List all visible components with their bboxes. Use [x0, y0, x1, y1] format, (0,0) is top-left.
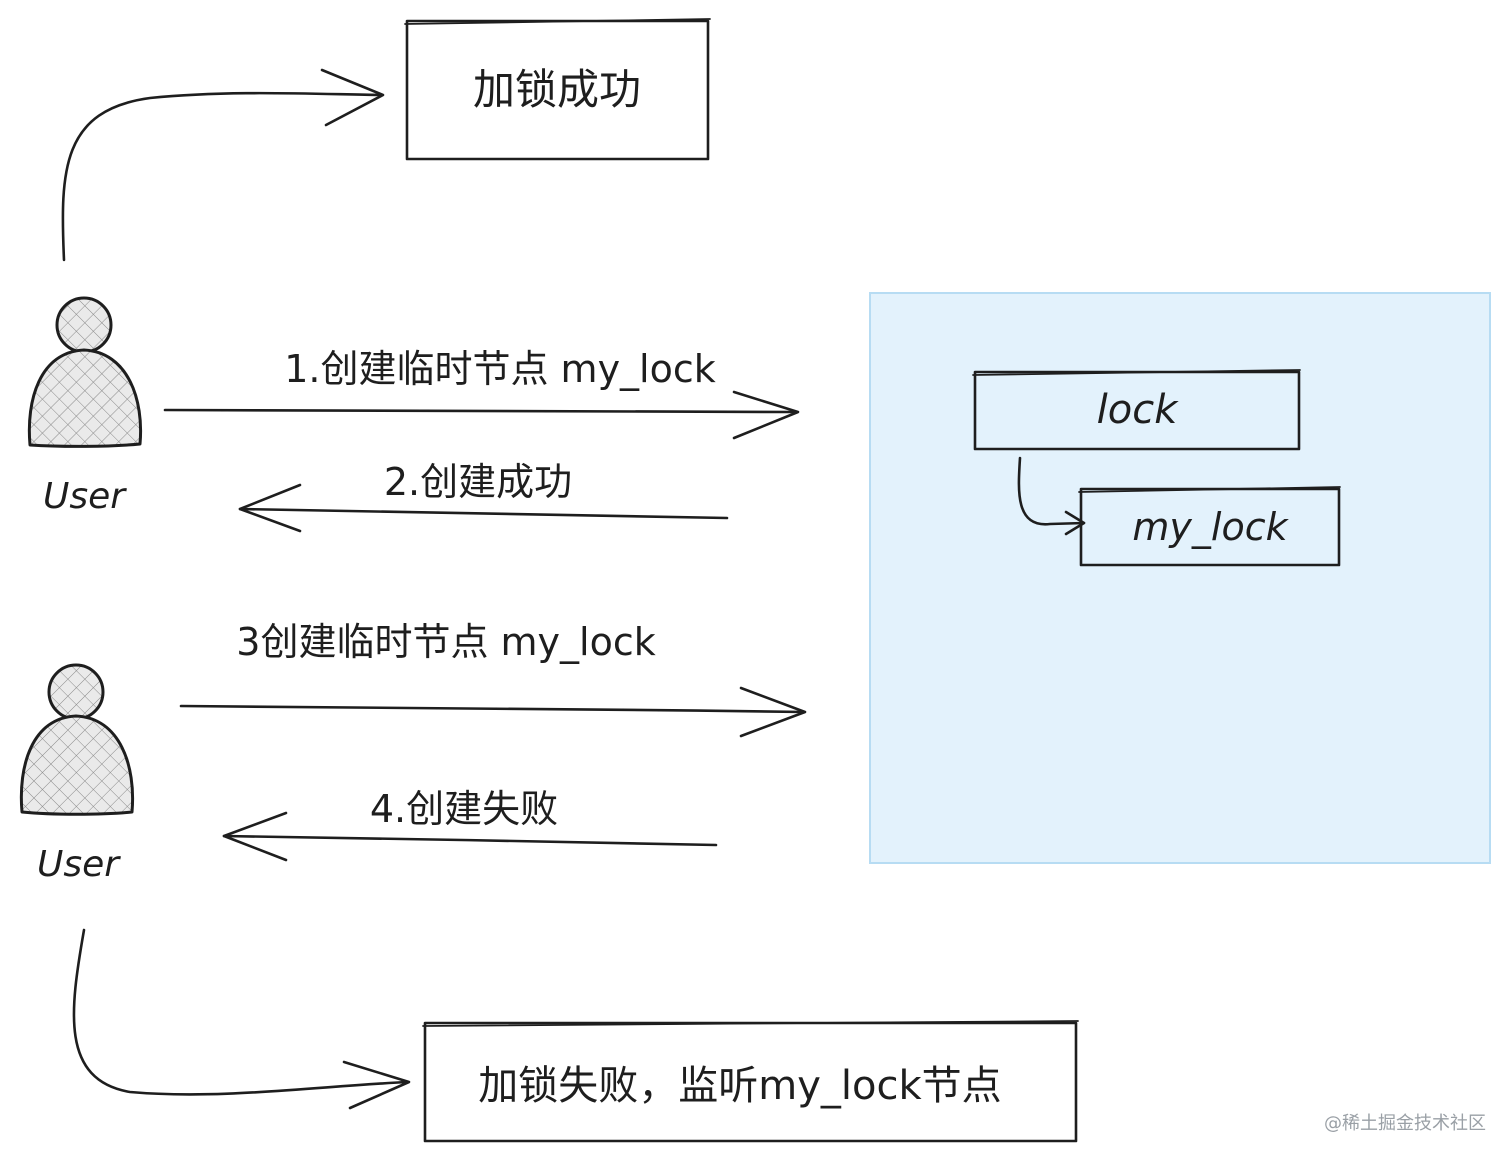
- node-lock: lock: [972, 369, 1301, 451]
- user-top-label: User: [43, 476, 127, 517]
- node-lock-label: lock: [1097, 387, 1180, 433]
- arrow-step1: 1.创建临时节点 my_lock: [163, 347, 800, 440]
- tree-connector: [1017, 456, 1086, 536]
- lock-fail-box: 加锁失败，监听my_lock节点: [422, 1020, 1079, 1143]
- arrow-step3: 3创建临时节点 my_lock: [179, 620, 807, 738]
- watermark: @稀土掘金技术社区: [1324, 1113, 1486, 1134]
- step1-label: 1.创建临时节点 my_lock: [284, 347, 716, 391]
- user-bottom: User: [19, 663, 135, 885]
- lock-success-box: 加锁成功: [404, 18, 711, 161]
- step4-label: 4.创建失败: [370, 787, 558, 831]
- arrow-to-success: [61, 68, 385, 262]
- user-top-icon: [27, 296, 143, 448]
- arrow-step2: 2.创建成功: [238, 460, 729, 533]
- arrow-step4: 4.创建失败: [222, 787, 718, 862]
- arrow-to-fail: [72, 928, 411, 1110]
- step3-label: 3创建临时节点 my_lock: [236, 620, 655, 664]
- step2-label: 2.创建成功: [384, 460, 572, 504]
- lock-fail-label: 加锁失败，监听my_lock节点: [478, 1063, 1001, 1109]
- user-top: User: [27, 296, 143, 517]
- user-bottom-label: User: [37, 844, 121, 885]
- zookeeper-panel: [869, 292, 1491, 864]
- node-my-lock: my_lock: [1078, 486, 1341, 567]
- user-bottom-icon: [19, 663, 135, 816]
- lock-success-label: 加锁成功: [473, 65, 641, 114]
- node-my-lock-label: my_lock: [1132, 505, 1289, 549]
